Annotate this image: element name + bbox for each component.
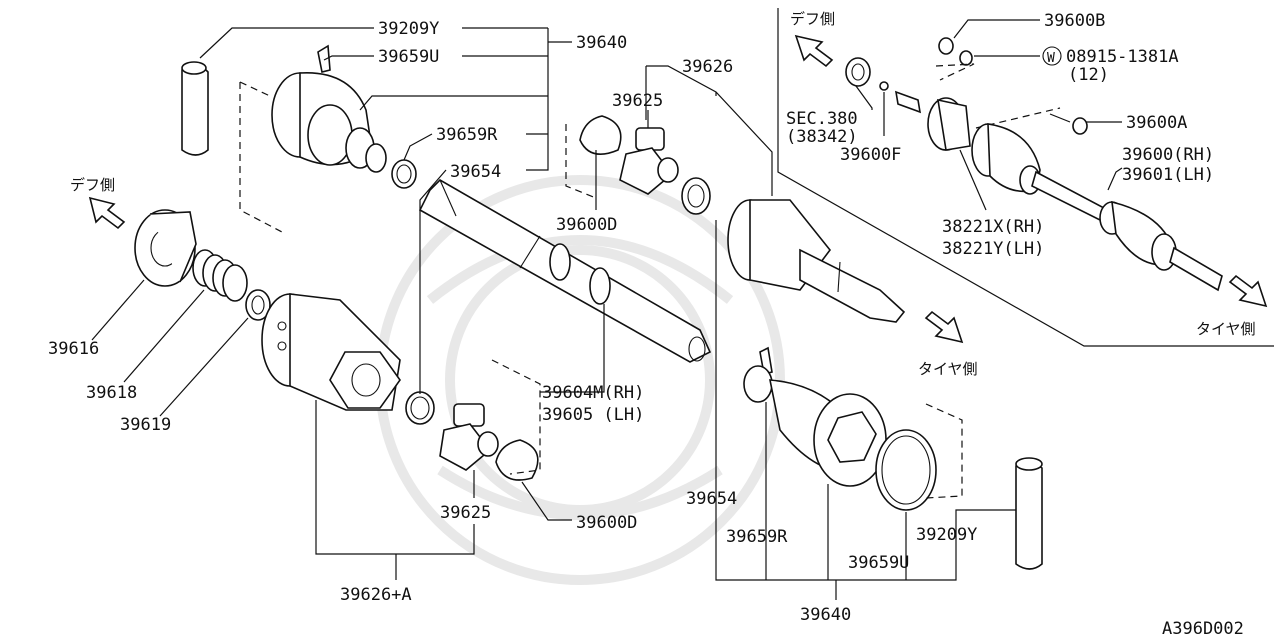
label-39604M[interactable]: 39604M(RH): [542, 383, 644, 403]
label-39619[interactable]: 39619: [120, 415, 171, 435]
label-39600B[interactable]: 39600B: [1044, 11, 1105, 31]
label-w-mark: W: [1047, 51, 1055, 66]
spring[interactable]: [192, 249, 248, 302]
tripod-joint-lower[interactable]: [439, 403, 499, 471]
small-washer[interactable]: [879, 81, 889, 91]
washer-08915[interactable]: [959, 50, 973, 66]
label-39626A[interactable]: 39626+A: [340, 585, 412, 605]
spring-cap[interactable]: [245, 289, 271, 321]
arrow-tire-mid: [924, 310, 964, 344]
label-39625-bot[interactable]: 39625: [440, 503, 491, 523]
label-39618[interactable]: 39618: [86, 383, 137, 403]
label-39600D-top[interactable]: 39600D: [556, 215, 617, 235]
boot-band-lower-right[interactable]: [875, 429, 937, 511]
snap-ring-upper[interactable]: [579, 115, 622, 156]
label-39209Y-top[interactable]: 39209Y: [378, 19, 439, 39]
arrow-diff-left: [88, 196, 126, 230]
complete-driveshaft[interactable]: [894, 90, 1223, 292]
label-diff-side-top: デフ側: [790, 10, 835, 28]
label-39605[interactable]: 39605 (LH): [542, 405, 644, 425]
label-39209Y-bot[interactable]: 39209Y: [916, 525, 977, 545]
label-39654-bot[interactable]: 39654: [686, 489, 737, 509]
label-39640-bot[interactable]: 39640: [800, 605, 851, 625]
outer-joint-housing[interactable]: [727, 199, 906, 323]
grease-tube-top[interactable]: [181, 61, 209, 156]
o-ring-mid[interactable]: [681, 177, 711, 215]
arrow-diff-top: [794, 34, 834, 68]
joint-housing[interactable]: [261, 293, 401, 411]
label-tire-side-mid: タイヤ側: [918, 360, 978, 378]
grease-tube-bottom[interactable]: [1015, 457, 1043, 570]
label-08915-qty: (12): [1068, 65, 1109, 85]
label-39659U-top[interactable]: 39659U: [378, 47, 439, 67]
tripod-joint-upper[interactable]: [619, 127, 679, 195]
label-39601LH[interactable]: 39601(LH): [1122, 165, 1214, 185]
boot-lower-right[interactable]: [743, 346, 887, 487]
leader-lines: [91, 19, 1123, 600]
label-39625-top[interactable]: 39625: [612, 91, 663, 111]
clamp-ring-small[interactable]: [391, 159, 417, 189]
label-39640-top[interactable]: 39640: [576, 33, 627, 53]
label-08915[interactable]: 08915-1381A: [1066, 47, 1179, 67]
label-39600RH[interactable]: 39600(RH): [1122, 145, 1214, 165]
part-labels: 39209Y 39659U 39640 39659R 39654 39626 3…: [48, 10, 1256, 638]
label-diff-side-left: デフ側: [70, 176, 115, 194]
label-39600D-bot[interactable]: 39600D: [576, 513, 637, 533]
label-39600A[interactable]: 39600A: [1126, 113, 1187, 133]
label-39616[interactable]: 39616: [48, 339, 99, 359]
label-tire-side-right: タイヤ側: [1196, 320, 1256, 338]
dust-cover[interactable]: [134, 209, 197, 287]
w-mark-icon: [1042, 46, 1062, 66]
label-39659R-top[interactable]: 39659R: [436, 125, 498, 145]
snap-ring-left[interactable]: [405, 391, 435, 425]
label-39654-top[interactable]: 39654: [450, 162, 501, 182]
snap-ring-lower[interactable]: [495, 439, 539, 481]
figure-code: A396D002: [1162, 619, 1244, 638]
label-39659U-bot[interactable]: 39659U: [848, 553, 909, 573]
arrow-tire-right: [1228, 274, 1268, 308]
bearing-ring[interactable]: [845, 57, 871, 87]
label-38221Y[interactable]: 38221Y(LH): [942, 239, 1044, 259]
label-38221X[interactable]: 38221X(RH): [942, 217, 1044, 237]
label-sec380-ref: (38342): [786, 127, 858, 147]
label-39600F[interactable]: 39600F: [840, 145, 901, 165]
label-39626[interactable]: 39626: [682, 57, 733, 77]
label-sec380[interactable]: SEC.380: [786, 109, 858, 129]
nut-39600B[interactable]: [938, 37, 954, 55]
boot-top-left[interactable]: [271, 44, 387, 173]
label-39659R-bot[interactable]: 39659R: [726, 527, 788, 547]
bolt-39600A[interactable]: [1049, 113, 1088, 135]
